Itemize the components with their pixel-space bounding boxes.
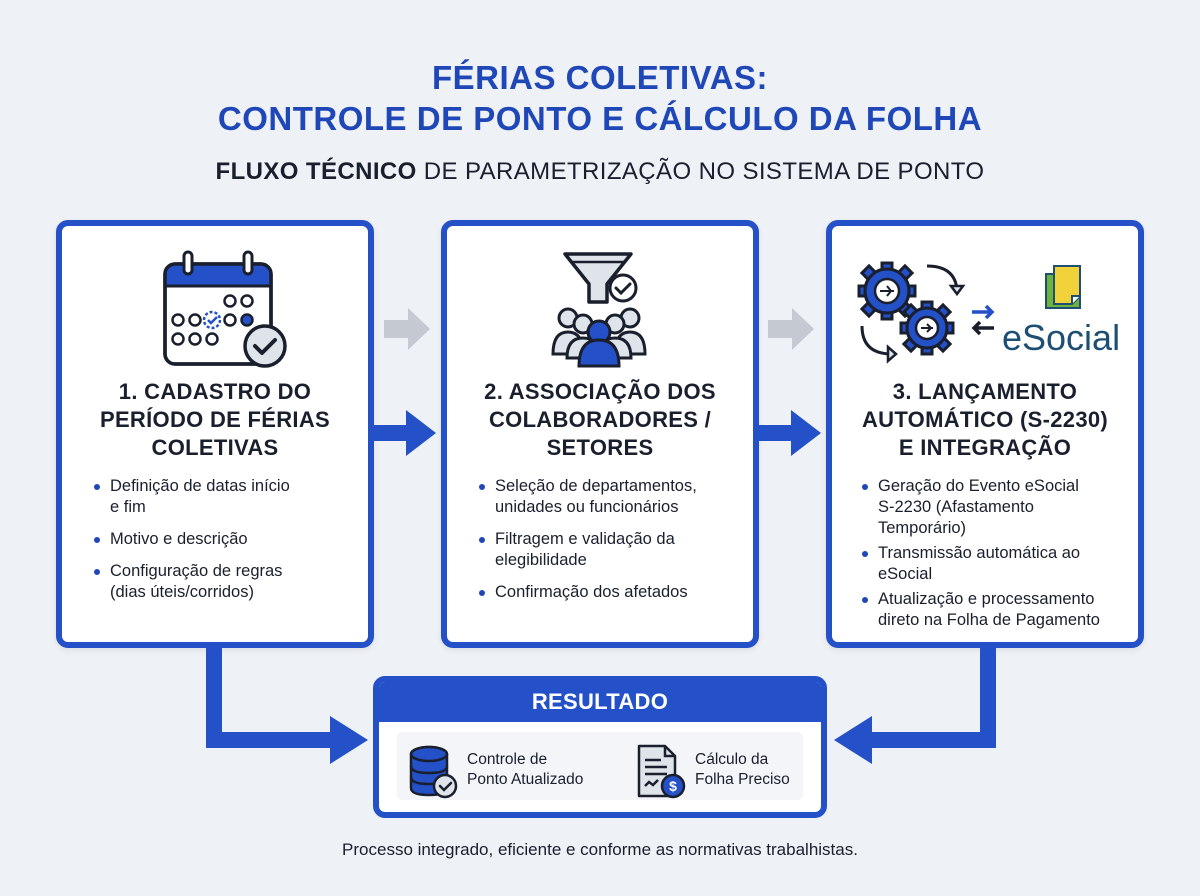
page-title-line1: FÉRIAS COLETIVAS:: [431, 59, 769, 96]
filter-group-icon: [551, 252, 647, 368]
gray-arrow-icon-1: [384, 308, 430, 350]
step-card-1: 1. CADASTRO DO PERÍODO DE FÉRIAS COLETIV…: [56, 220, 374, 648]
gray-arrow-icon-2: [768, 308, 814, 350]
svg-text:$: $: [669, 778, 677, 794]
result-item-1-line2: Ponto Atualizado: [467, 771, 584, 788]
page-subtitle: FLUXO TÉCNICO DE PARAMETRIZAÇÃO NO SISTE…: [0, 158, 1200, 186]
result-title: RESULTADO: [379, 682, 821, 722]
result-body: Controle de Ponto Atualizado $ Cálculo da…: [397, 732, 803, 800]
esocial-logo-text: eSocial: [1002, 317, 1120, 358]
result-box: RESULTADO Controle de Ponto Atualizado $: [373, 676, 827, 818]
document-money-icon: $: [637, 744, 686, 799]
flow-arrow-icon-1: [372, 410, 436, 456]
step-title-3: 3. LANÇAMENTO AUTOMÁTICO (S-2230) E INTE…: [861, 379, 1109, 460]
list-item: Confirmação dos afetados: [479, 582, 743, 603]
elbow-arrow-left-icon: [206, 648, 368, 764]
list-item: Seleção de departamentos,unidades ou fun…: [479, 476, 743, 518]
result-item-1-line1: Controle de: [467, 751, 548, 768]
step-card-2: 2. ASSOCIAÇÃO DOS COLABORADORES / SETORE…: [441, 220, 759, 648]
step-bullets-2: Seleção de departamentos,unidades ou fun…: [479, 476, 743, 614]
page-title-line2: CONTROLE DE PONTO E CÁLCULO DA FOLHA: [217, 100, 983, 137]
gears-sync-icon: eSocial: [857, 261, 1120, 364]
list-item: Motivo e descrição: [94, 529, 358, 550]
footer-note: Processo integrado, eficiente e conforme…: [342, 840, 858, 859]
list-item: Configuração de regras(dias úteis/corrid…: [94, 561, 358, 603]
flow-arrow-icon-2: [757, 410, 821, 456]
elbow-arrow-right-icon: [834, 648, 996, 764]
result-item-2-line1: Cálculo da: [695, 751, 769, 768]
step-title-1: 1. CADASTRO DO PERÍODO DE FÉRIAS COLETIV…: [99, 379, 331, 460]
step-title-2: 2. ASSOCIAÇÃO DOS COLABORADORES / SETORE…: [484, 379, 716, 460]
result-item-2-line2: Folha Preciso: [695, 771, 790, 788]
subtitle-bold: FLUXO TÉCNICO: [215, 158, 417, 185]
database-check-icon: [409, 745, 458, 799]
calendar-check-icon: [163, 250, 287, 368]
subtitle-rest: DE PARAMETRIZAÇÃO NO SISTEMA DE PONTO: [416, 158, 985, 185]
step-card-3: eSocial 3. LANÇAMENTO AUTOMÁTICO (S-2230…: [826, 220, 1144, 648]
